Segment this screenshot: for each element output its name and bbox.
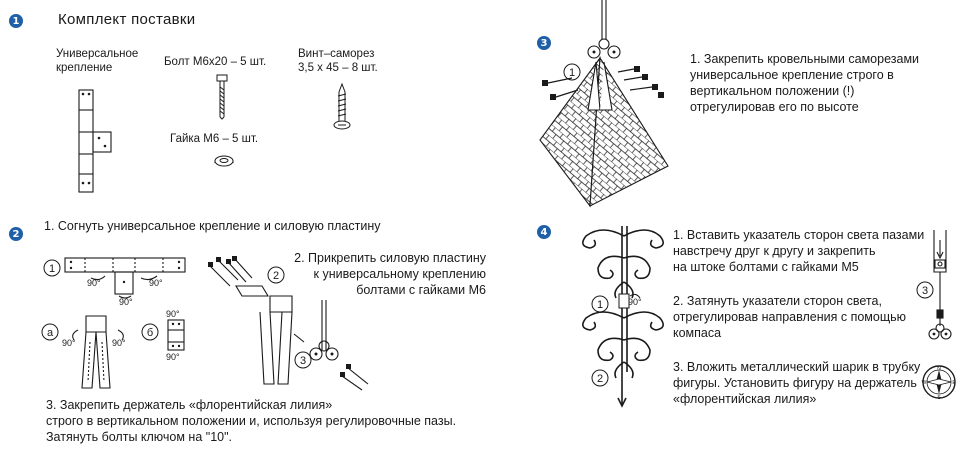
- assembled-holder-drawing: [259, 295, 369, 391]
- compass-icon: N S E W: [922, 365, 956, 401]
- section4-step3-text: 3. Вложить металлический шарик в трубку …: [673, 360, 921, 406]
- tube-ball-drawing: [928, 230, 952, 340]
- svg-text:б: б: [147, 327, 153, 339]
- section2-step3-text: 3. Закрепить держатель «флорентийская ли…: [46, 398, 457, 444]
- circle-label-2: 2: [267, 266, 285, 284]
- circle-label-b: б: [141, 323, 159, 341]
- section-title-kit: Комплект поставки: [58, 11, 196, 28]
- bent-mount-a-drawing: 90° 90°: [62, 315, 126, 389]
- svg-text:а: а: [47, 327, 54, 339]
- svg-text:2: 2: [597, 373, 603, 385]
- label-screw: Винт–саморез 3,5 х 45 – 8 шт.: [298, 48, 378, 74]
- svg-text:N: N: [937, 366, 941, 372]
- circle-label-section4-1: 1: [591, 295, 609, 313]
- svg-text:1: 1: [49, 263, 55, 275]
- screw-drawing: [333, 82, 351, 130]
- roof-mount-drawing: [539, 0, 669, 208]
- svg-text:2: 2: [273, 270, 279, 282]
- universal-mount-drawing: [78, 89, 112, 193]
- flat-mount-strip-drawing: 90° 90° 90°: [64, 257, 186, 307]
- svg-text:W: W: [922, 380, 927, 386]
- svg-text:E: E: [952, 380, 956, 386]
- svg-text:90°: 90°: [149, 278, 163, 288]
- label-universal-mount: Универсальное крепление: [56, 48, 139, 74]
- svg-text:1: 1: [569, 67, 575, 79]
- svg-text:90°: 90°: [166, 352, 180, 362]
- svg-text:90°: 90°: [119, 297, 133, 307]
- section3-text: 1. Закрепить кровельными саморезами унив…: [690, 52, 920, 114]
- florentine-lily-figure-drawing: 90°: [582, 226, 664, 408]
- section2-step2-text: 2. Прикрепить силовую пластину к универс…: [294, 251, 486, 297]
- svg-text:90°: 90°: [62, 338, 76, 348]
- section4-step1-text: 1. Вставить указатель сторон света пазам…: [673, 228, 925, 274]
- label-bolt: Болт М6х20 – 5 шт.: [164, 56, 267, 68]
- circle-label-3: 3: [294, 351, 312, 369]
- circle-label-1: 1: [43, 259, 61, 277]
- bolt-drawing: [216, 74, 228, 120]
- section4-step2-text: 2. Затянуть указатели сторон света, отре…: [673, 294, 907, 340]
- svg-text:90°: 90°: [112, 338, 126, 348]
- step-number-2: 2: [9, 227, 23, 241]
- step-number-4: 4: [537, 225, 551, 239]
- section2-step1-text: 1. Согнуть универсальное крепление и сил…: [44, 219, 381, 233]
- svg-text:S: S: [937, 395, 941, 401]
- step-number-1: 1: [9, 14, 23, 28]
- nut-drawing: [214, 155, 234, 167]
- svg-text:3: 3: [922, 285, 928, 297]
- step-number-3: 3: [537, 36, 551, 50]
- svg-text:90°: 90°: [628, 297, 642, 307]
- bent-plate-b-drawing: 90° 90°: [166, 309, 185, 362]
- svg-text:3: 3: [300, 355, 306, 367]
- circle-label-section4-3: 3: [916, 281, 934, 299]
- bolts-plate-drawing: [208, 256, 269, 297]
- svg-text:1: 1: [597, 299, 603, 311]
- svg-text:90°: 90°: [87, 278, 101, 288]
- svg-text:90°: 90°: [166, 309, 180, 319]
- label-nut: Гайка М6 – 5 шт.: [170, 133, 259, 145]
- circle-label-section3-1: 1: [563, 63, 581, 81]
- circle-label-section4-2: 2: [591, 369, 609, 387]
- circle-label-a: а: [41, 323, 59, 341]
